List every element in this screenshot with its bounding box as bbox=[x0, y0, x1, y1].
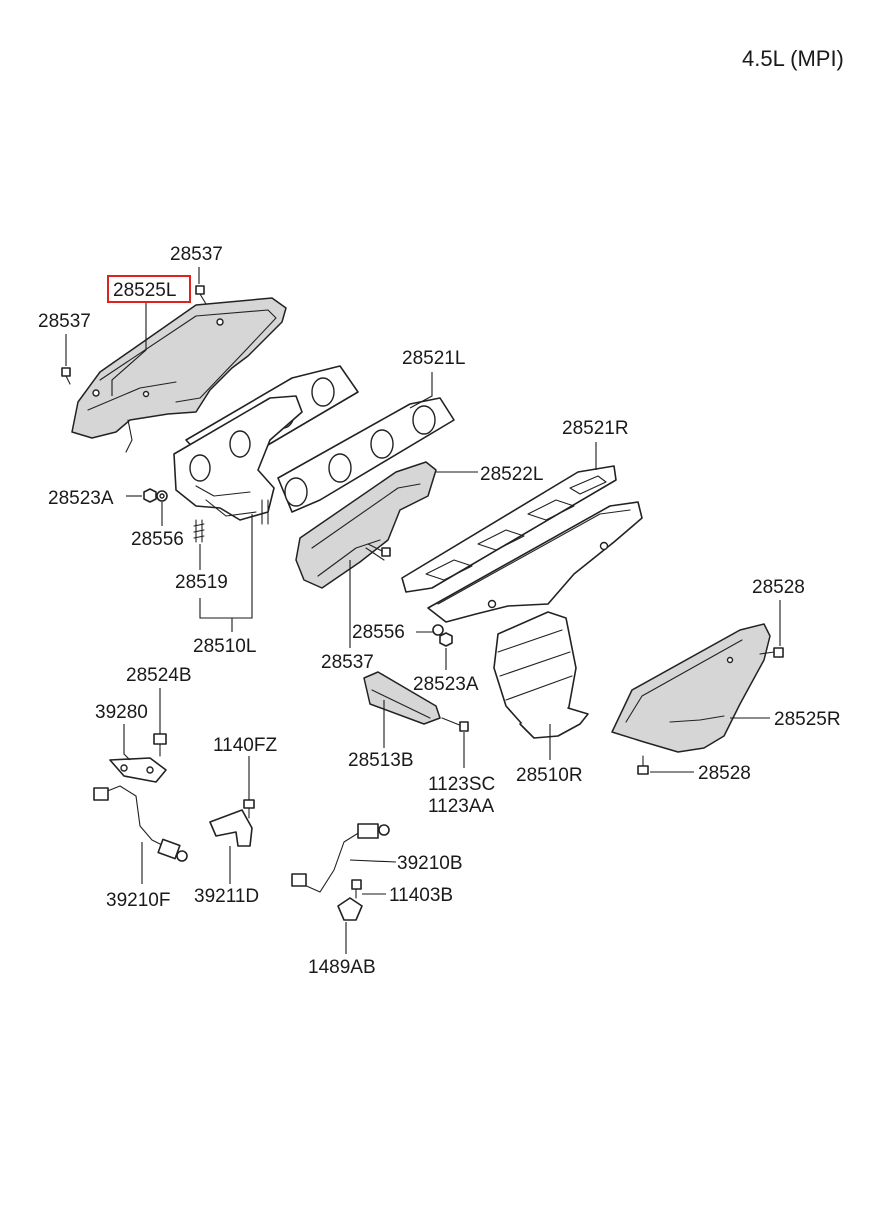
heat-shield-28522L[interactable] bbox=[295, 461, 437, 589]
exhaust-manifold-left[interactable] bbox=[173, 395, 303, 521]
label-1489AB[interactable]: 1489AB bbox=[308, 957, 376, 978]
label-28528-top[interactable]: 28528 bbox=[752, 577, 805, 598]
label-28556-left[interactable]: 28556 bbox=[131, 529, 184, 550]
bolt-1123SC[interactable] bbox=[441, 717, 469, 732]
bolt-28537-left[interactable] bbox=[61, 367, 71, 385]
bracket-39211D[interactable] bbox=[209, 809, 253, 847]
washer-28556-mid[interactable] bbox=[432, 624, 444, 636]
label-11403B[interactable]: 11403B bbox=[389, 885, 453, 906]
label-28537-left[interactable]: 28537 bbox=[38, 311, 91, 332]
bolt-28537-mid[interactable] bbox=[367, 543, 391, 557]
label-28510L[interactable]: 28510L bbox=[193, 636, 256, 657]
label-28513B[interactable]: 28513B bbox=[348, 750, 414, 771]
bolt-28528-bottom[interactable] bbox=[637, 755, 649, 775]
heat-shield-right[interactable] bbox=[611, 623, 771, 753]
label-28528-bottom[interactable]: 28528 bbox=[698, 763, 751, 784]
label-28537-top[interactable]: 28537 bbox=[170, 244, 223, 265]
bracket-28513B[interactable] bbox=[363, 671, 441, 725]
label-39211D[interactable]: 39211D bbox=[194, 886, 259, 907]
label-28521L[interactable]: 28521L bbox=[402, 348, 465, 369]
bolt-28524B[interactable] bbox=[153, 733, 167, 757]
oxygen-sensor-39210F[interactable] bbox=[93, 785, 188, 862]
heat-shield-left[interactable] bbox=[71, 297, 287, 453]
label-28519[interactable]: 28519 bbox=[175, 572, 228, 593]
stud-28519[interactable] bbox=[193, 499, 269, 543]
clamp-1489AB[interactable] bbox=[337, 897, 363, 921]
label-28522L[interactable]: 28522L bbox=[480, 464, 543, 485]
label-28525R[interactable]: 28525R bbox=[774, 709, 841, 730]
label-1123SC[interactable]: 1123SC bbox=[428, 774, 495, 795]
label-28556-mid[interactable]: 28556 bbox=[352, 622, 405, 643]
bracket-39280[interactable] bbox=[109, 757, 167, 783]
gasket-rear-bank[interactable] bbox=[277, 397, 455, 513]
bolt-28528-top[interactable] bbox=[759, 647, 784, 658]
label-28525L[interactable]: 28525L bbox=[113, 280, 176, 301]
nut-28523A-left[interactable] bbox=[143, 488, 157, 503]
label-1123AA[interactable]: 1123AA bbox=[428, 796, 495, 817]
label-1140FZ[interactable]: 1140FZ bbox=[213, 735, 277, 756]
highlight-box-28525L bbox=[107, 275, 191, 303]
leader-lines bbox=[65, 267, 781, 954]
engine-spec-label: 4.5L (MPI) bbox=[742, 46, 844, 71]
label-39210B[interactable]: 39210B bbox=[397, 853, 463, 874]
label-28537-mid[interactable]: 28537 bbox=[321, 652, 374, 673]
catalytic-converter[interactable] bbox=[493, 611, 589, 739]
label-39280[interactable]: 39280 bbox=[95, 702, 148, 723]
nut-28523A-mid[interactable] bbox=[439, 632, 453, 647]
label-28510R[interactable]: 28510R bbox=[516, 765, 583, 786]
gasket-28521R[interactable] bbox=[401, 465, 617, 593]
oxygen-sensor-39210B[interactable] bbox=[291, 823, 390, 893]
washer-28556-left[interactable] bbox=[156, 490, 168, 502]
label-39210F[interactable]: 39210F bbox=[106, 890, 170, 911]
label-28521R[interactable]: 28521R bbox=[562, 418, 629, 439]
exhaust-manifold-right[interactable] bbox=[427, 501, 643, 623]
bolt-28537-top[interactable] bbox=[195, 285, 207, 305]
bolt-11403B[interactable] bbox=[351, 879, 362, 899]
label-28523A-left[interactable]: 28523A bbox=[48, 488, 114, 509]
label-28523A-mid[interactable]: 28523A bbox=[413, 674, 479, 695]
label-28524B[interactable]: 28524B bbox=[126, 665, 192, 686]
